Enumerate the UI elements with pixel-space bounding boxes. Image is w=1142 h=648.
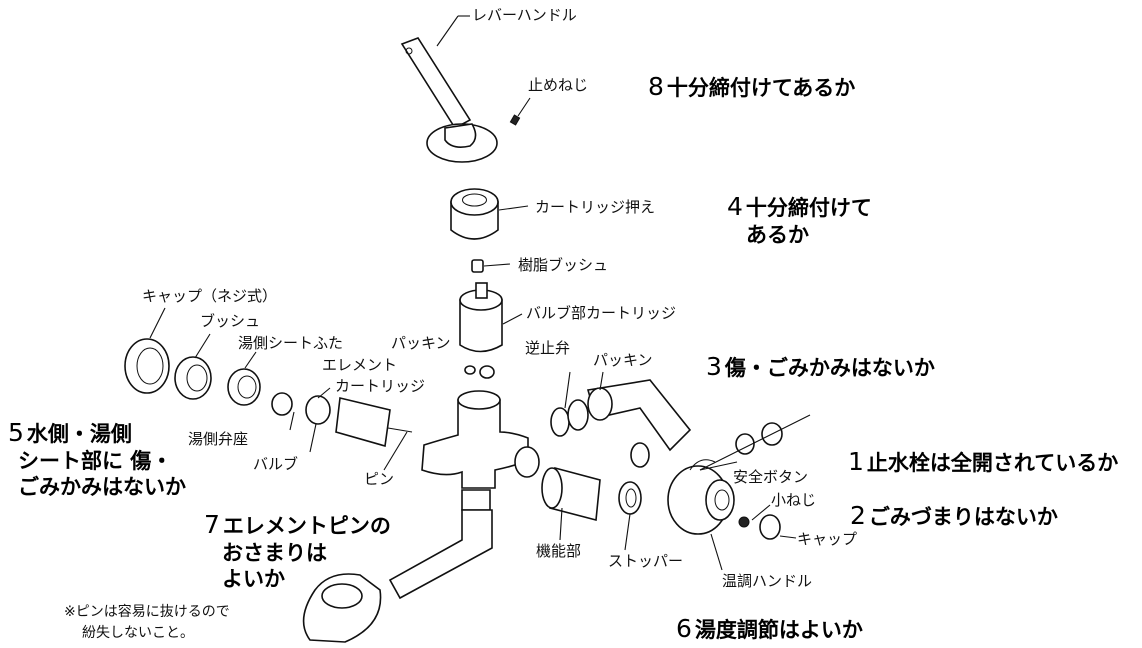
faucet-body-drawing [302, 390, 540, 643]
lever-handle-drawing [400, 37, 498, 163]
label-bush: ブッシュ [200, 312, 261, 330]
cartridge-holder-drawing [450, 188, 499, 240]
note-line2: 紛失しないこと。 [82, 625, 194, 641]
check-3-number: 3 [706, 352, 722, 381]
check-1-text: 止水栓は全開されているか [866, 451, 1119, 475]
set-screw-drawing [509, 114, 521, 126]
label-stopper: ストッパー [608, 552, 684, 570]
label-packing-top: パッキン [391, 334, 451, 352]
check-7-line3: よいか [222, 567, 285, 591]
check-7-text-line1: エレメントピンの [222, 514, 391, 538]
label-set-screw: 止めねじ [528, 76, 589, 94]
check-5-text-line1: 水側・湯側 [26, 422, 132, 446]
small-packings-drawing [464, 365, 495, 379]
label-function-unit: 機能部 [536, 542, 582, 560]
label-check-valve: 逆止弁 [525, 339, 571, 357]
check-5-line3: ごみかみはないか [18, 475, 186, 499]
label-valve: バルブ [253, 455, 299, 473]
label-small-screw: 小ねじ [771, 491, 817, 509]
label-safety-button: 安全ボタン [733, 468, 809, 486]
valve-cartridge-drawing [459, 282, 503, 353]
label-valve-cartridge: バルブ部カートリッジ [526, 304, 677, 322]
check-valve-drawing [550, 379, 692, 468]
resin-bush-drawing [471, 259, 484, 273]
function-unit-drawing [541, 466, 642, 522]
label-element: エレメント [322, 356, 398, 374]
check-8-text: 十分締付けてあるか [666, 76, 856, 100]
label-resin-bush: 樹脂ブッシュ [518, 256, 609, 274]
check-4-number: 4 [727, 192, 743, 221]
check-2-text: ごみづまりはないか [868, 505, 1058, 529]
check-3-text: 傷・ごみかみはないか [724, 356, 935, 380]
check-7-line2: おさまりは [222, 541, 327, 565]
leader-lines [149, 15, 811, 571]
check-6-number: 6 [676, 614, 692, 643]
label-cap-screw-type: キャップ（ネジ式） [142, 287, 278, 305]
check-6-text: 湯度調節はよいか [694, 618, 863, 642]
label-hot-valve-seat: 湯側弁座 [188, 430, 249, 448]
left-parts-drawing [124, 338, 413, 448]
check-5-line2: シート部に 傷・ [18, 449, 173, 473]
label-lever-handle: レバーハンドル [472, 6, 577, 24]
check-4-line2: あるか [746, 223, 809, 247]
check-4-text-line1: 十分締付けて [745, 196, 872, 220]
label-temp-handle: 温調ハンドル [722, 572, 813, 590]
note-line1: ※ピンは容易に抜けるので [64, 604, 230, 620]
label-pin: ピン [364, 470, 395, 488]
label-cap: キャップ [797, 530, 858, 548]
check-1-number: 1 [848, 447, 864, 476]
check-5-number: 5 [8, 418, 24, 447]
label-cartridge-holder: カートリッジ押え [535, 198, 656, 216]
check-2-number: 2 [850, 501, 866, 530]
label-packing-right: パッキン [593, 351, 653, 369]
check-8-number: 8 [648, 72, 664, 101]
check-7-number: 7 [204, 510, 220, 539]
label-hot-seat-cover: 湯側シートふた [238, 334, 344, 352]
label-element-cartridge: カートリッジ [335, 377, 426, 395]
